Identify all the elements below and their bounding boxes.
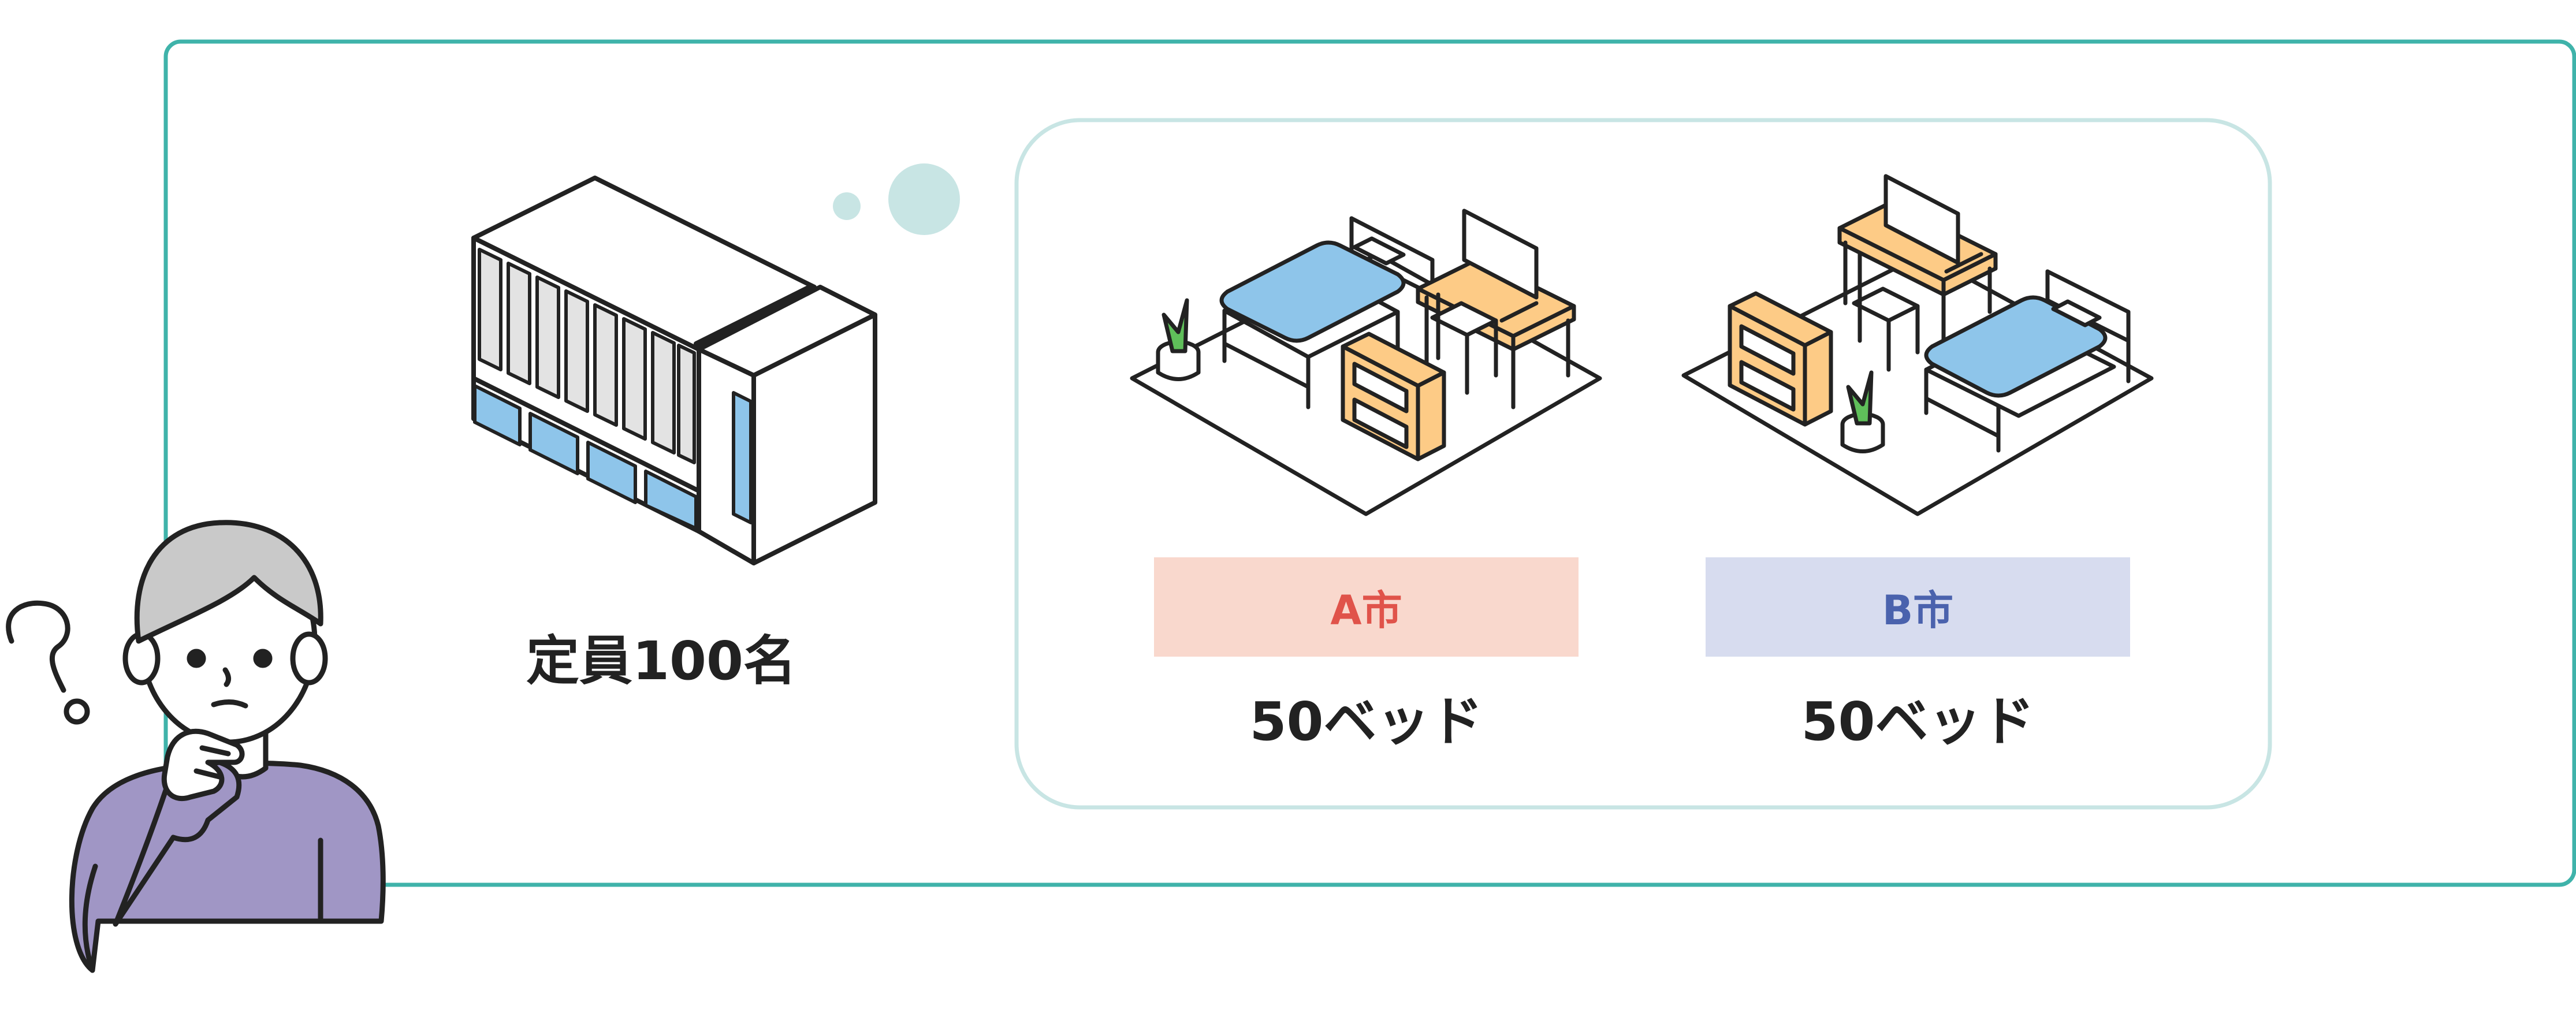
thought-bubble-icon [833, 163, 960, 235]
capacity-label: 定員100名 [526, 630, 797, 692]
building-icon [471, 176, 877, 565]
outer-frame [163, 39, 2576, 887]
city-a-beds: 50ベッド [1249, 691, 1483, 753]
city-b-label: B市 [1706, 557, 2130, 657]
city-a-label: A市 [1154, 557, 1579, 657]
city-b-beds: 50ベッド [1801, 691, 2035, 753]
question-mark-icon [6, 600, 90, 725]
room-icon [1130, 208, 1602, 516]
person-icon [69, 520, 386, 973]
room-icon [1681, 174, 2154, 516]
